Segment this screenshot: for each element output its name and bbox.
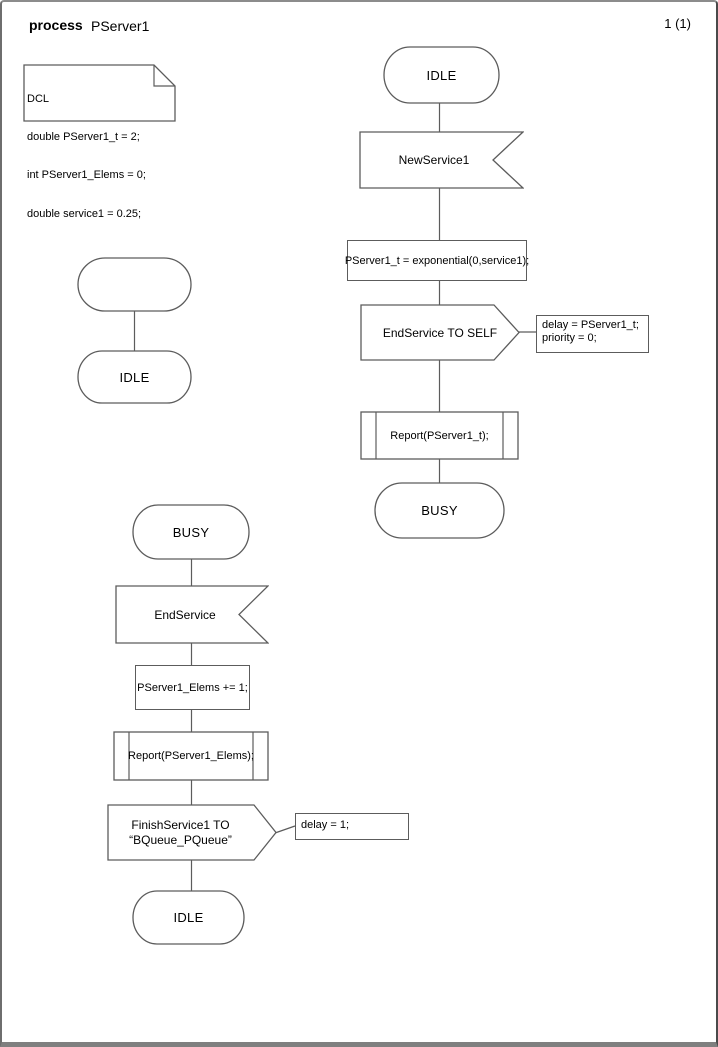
comment-line: delay = 1; [301,819,350,831]
page-number: 1 (1) [664,16,691,31]
state-idle-top[interactable]: IDLE [383,46,500,104]
output-signal-label: EndService TO SELF [382,325,498,340]
output-endservice-to-self[interactable]: EndService TO SELF [360,304,520,361]
state-idle-bottom[interactable]: IDLE [132,890,245,945]
input-signal-label: EndService [154,607,216,622]
state-label: IDLE [426,67,457,83]
comment-line: delay = PServer1_t; [542,319,639,331]
task-label: PServer1_t = exponential(0,service1); [344,254,530,267]
procedure-report-elems[interactable]: Report(PServer1_Elems); [113,731,269,781]
procedure-call-label: Report(PServer1_Elems); [128,750,254,762]
process-name: PServer1 [91,18,150,34]
state-label: IDLE [173,910,204,925]
diagram-kind-label: process [29,17,83,33]
comment-finishservice1-params[interactable]: delay = 1; [295,813,409,840]
input-newservice1[interactable]: NewService1 [359,131,524,189]
output-finishservice1[interactable]: FinishService1 TO “BQueue_PQueue” [107,804,277,861]
start-symbol[interactable] [77,257,192,312]
input-signal-label: NewService1 [398,153,470,167]
comment-endservice-params[interactable]: delay = PServer1_t; priority = 0; [536,315,649,353]
task-set-service-time[interactable]: PServer1_t = exponential(0,service1); [344,240,530,281]
input-endservice[interactable]: EndService [115,585,269,644]
state-busy-bottom[interactable]: BUSY [132,504,250,560]
procedure-call-label: Report(PServer1_t); [390,429,489,442]
dcl-declarations: DCL double PServer1_t = 2; int PServer1_… [27,92,146,220]
state-idle-init[interactable]: IDLE [77,350,192,404]
state-label: BUSY [172,524,210,540]
task-label: PServer1_Elems += 1; [137,681,248,694]
state-busy-top[interactable]: BUSY [374,482,505,539]
output-signal-label: FinishService1 TO “BQueue_PQueue” [129,817,232,847]
dcl-text-symbol[interactable]: DCL double PServer1_t = 2; int PServer1_… [23,64,176,220]
state-label: BUSY [421,503,458,518]
procedure-report-pserver1-t[interactable]: Report(PServer1_t); [360,411,519,460]
state-label: IDLE [119,369,150,385]
comment-line: priority = 0; [542,332,597,344]
task-increment-elems[interactable]: PServer1_Elems += 1; [135,665,250,710]
